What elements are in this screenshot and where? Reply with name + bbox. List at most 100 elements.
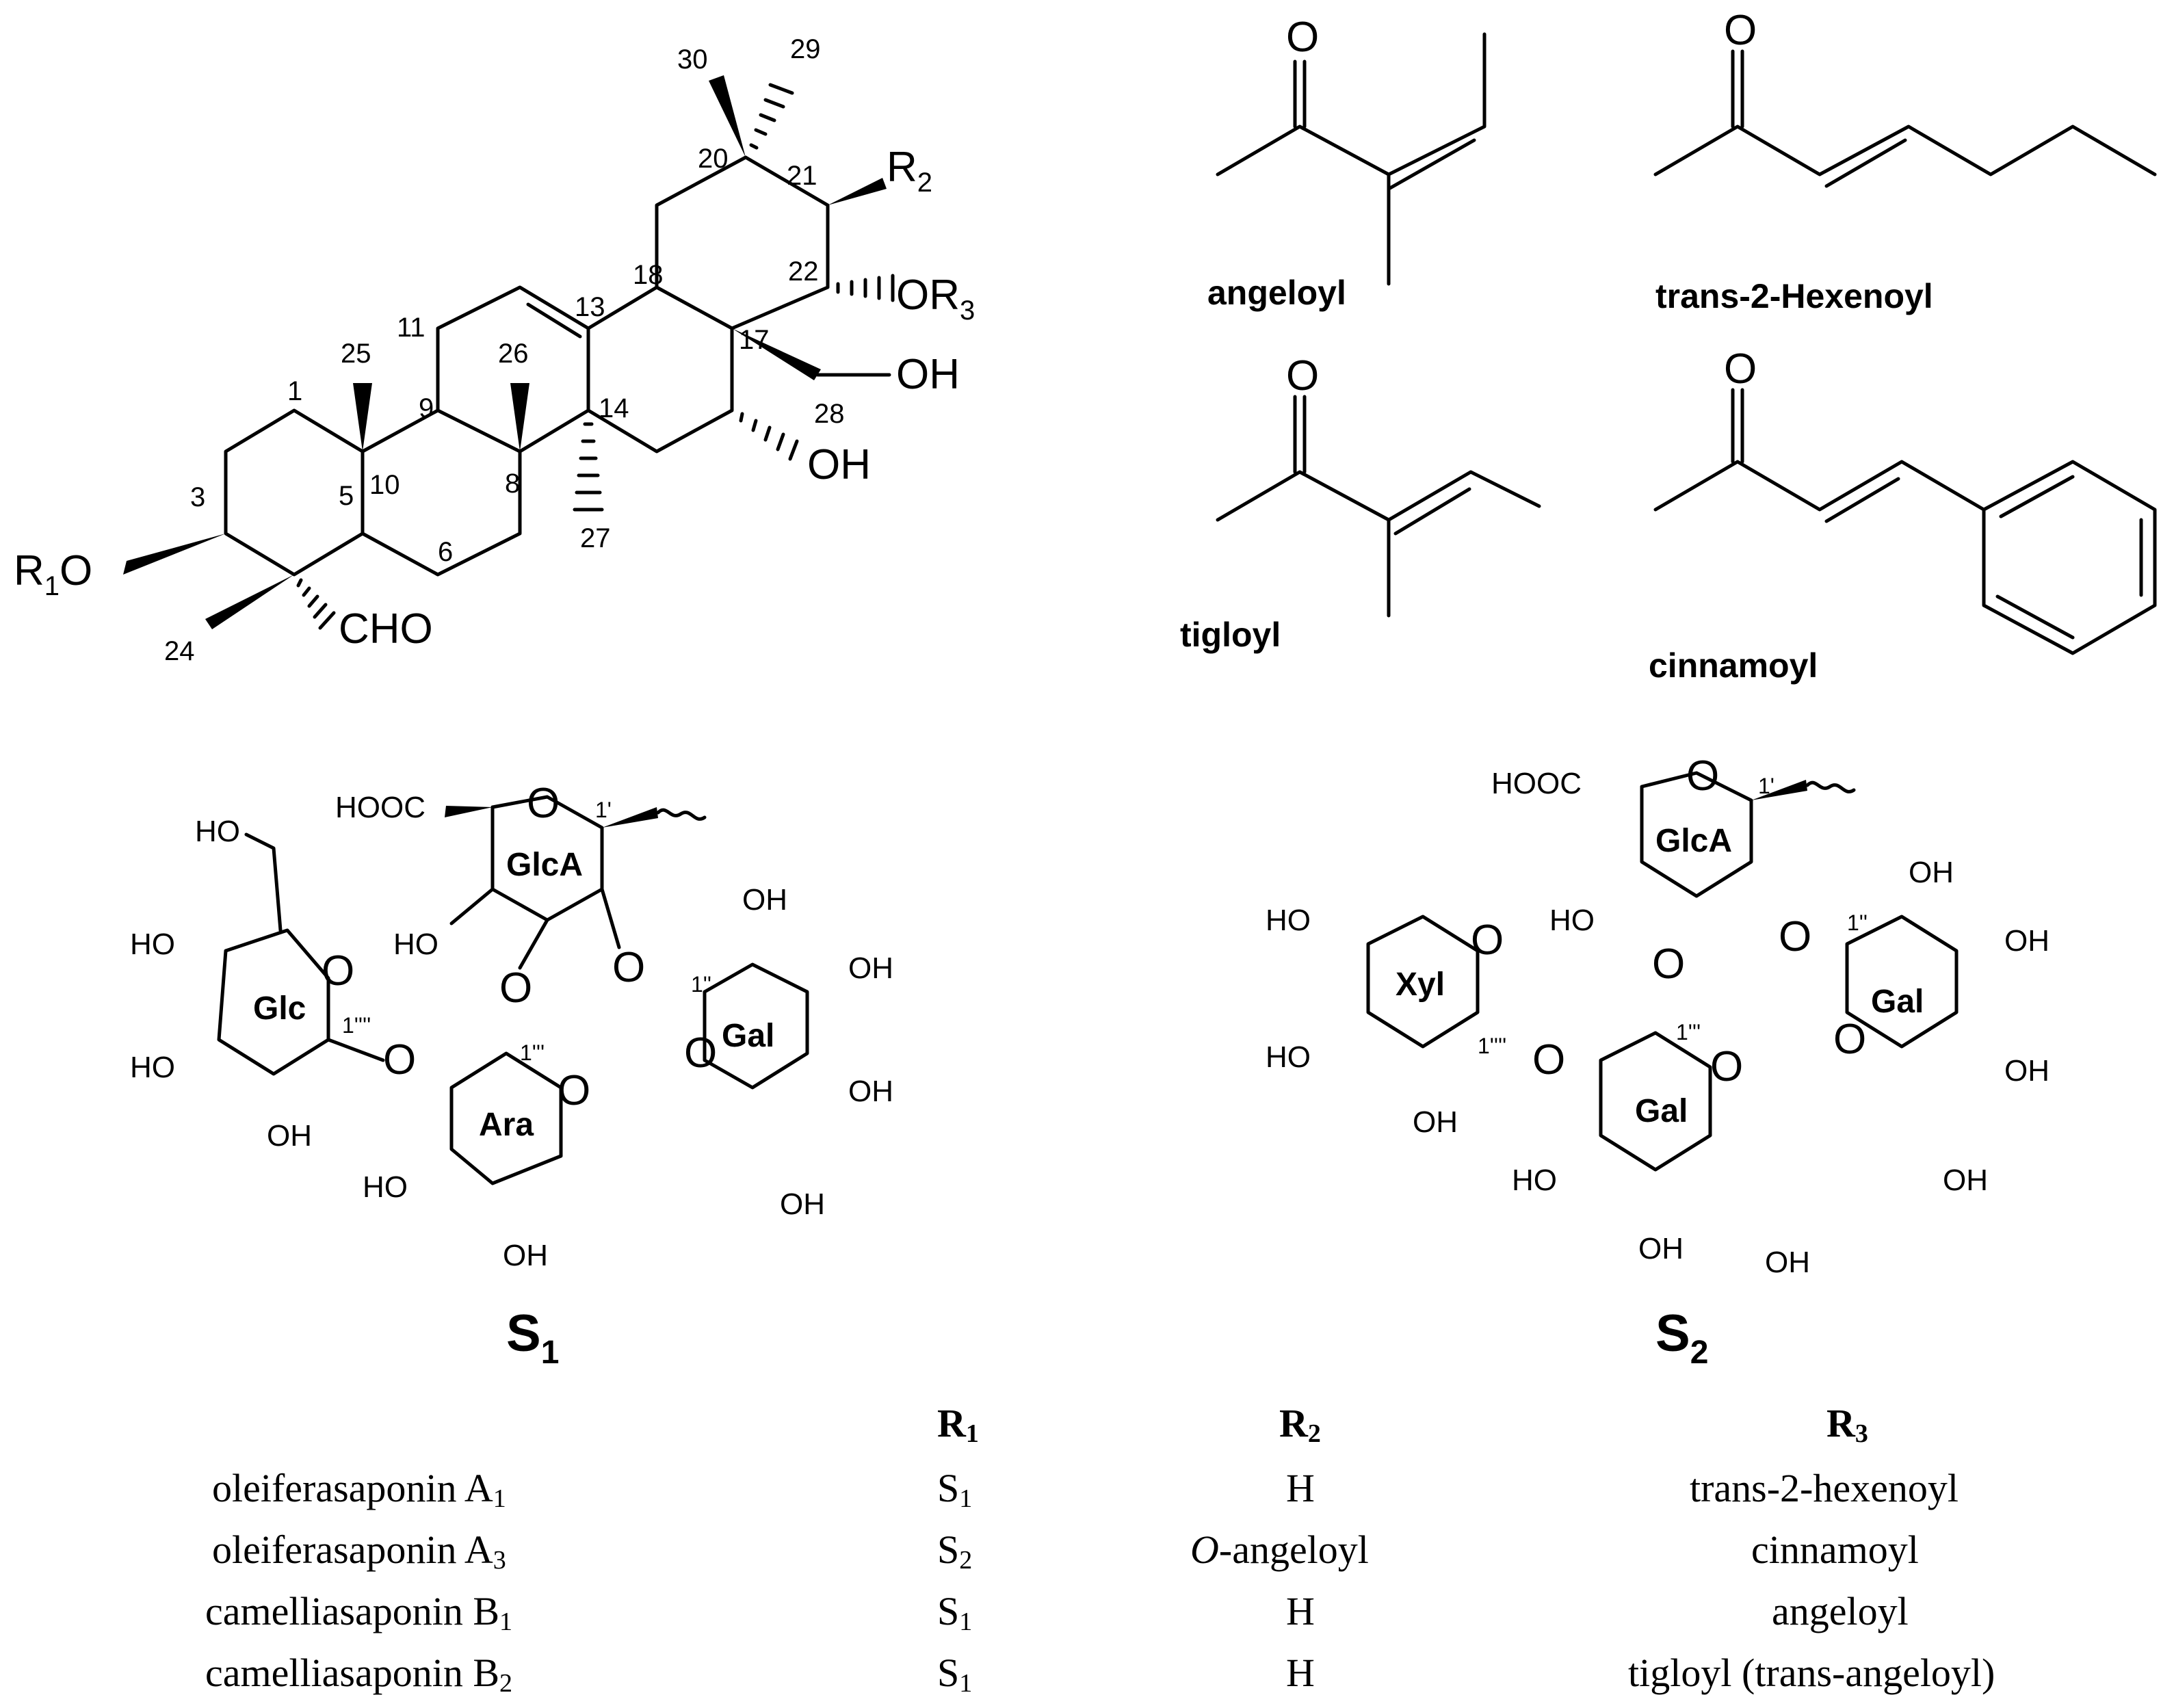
table-header-r1: R1 <box>937 1401 979 1448</box>
s1-ara-ho: HO <box>363 1170 408 1204</box>
oh-16-label: OH <box>807 441 871 488</box>
row-3-name: camelliasaponin B1 <box>205 1589 512 1636</box>
s1-glc-ho-2: HO <box>130 1051 175 1084</box>
pos-5: 5 <box>339 481 354 511</box>
s2-glca-ring-o: O <box>1686 752 1719 800</box>
s2-gal-inner-oh-2: OH <box>1765 1246 1810 1279</box>
s2-gal-outer-oh-1: OH <box>1909 856 1954 889</box>
pos-18: 18 <box>633 260 664 290</box>
s2-glca-ho: HO <box>1549 904 1595 937</box>
table-row: oleiferasaponin A3 S2 O-angeloyl cinnamo… <box>212 1527 1919 1575</box>
s2-gal-outer-label: Gal <box>1871 984 1924 1020</box>
sugar-s1: O GlcA 1' HOOC HO O O HO O Glc 1'''' HO … <box>130 780 893 1371</box>
s2-xyl-oh: OH <box>1413 1105 1458 1139</box>
pos-26: 26 <box>498 339 529 369</box>
s2-gal-outer-ring-o: O <box>1833 1016 1866 1063</box>
row-4-name: camelliasaponin B2 <box>205 1651 512 1698</box>
s1-glc-ho-1: HO <box>130 928 175 961</box>
s1-glca-ring-o: O <box>527 780 560 827</box>
acyl-angeloyl: O angeloyl <box>1207 14 1486 312</box>
acyl-tigloyl: O tigloyl <box>1180 352 1541 654</box>
pos-28: 28 <box>814 399 845 429</box>
aglycone-labels: R1O CHO OH OH OR3 R2 1 3 5 6 8 9 10 11 1… <box>14 34 975 666</box>
hash-22-or3 <box>836 274 895 302</box>
s2-xyl-ho-2: HO <box>1266 1040 1311 1074</box>
s2-o-link-xyl: O <box>1532 1036 1565 1083</box>
cho-label: CHO <box>339 605 433 653</box>
pos-22: 22 <box>788 257 819 287</box>
angeloyl-oxygen: O <box>1286 14 1319 61</box>
row-2-r1: S2 <box>937 1527 972 1575</box>
tigloyl-oxygen: O <box>1286 352 1319 399</box>
table-row: camelliasaponin B2 S1 H tigloyl (trans-a… <box>205 1651 1995 1698</box>
s2-xyl-anomeric: 1'''' <box>1478 1034 1506 1058</box>
hexenoyl-oxygen: O <box>1724 7 1757 54</box>
row-2-r2: O-angeloyl <box>1190 1527 1369 1572</box>
s1-gal-oh-4: OH <box>780 1187 825 1221</box>
s2-gal-inner-label: Gal <box>1635 1093 1688 1129</box>
s1-gal-oh-3: OH <box>848 1075 893 1108</box>
s1-glc-anomeric: 1'''' <box>342 1013 371 1038</box>
s2-gal-inner-ring-o: O <box>1710 1043 1743 1090</box>
s2-gal-inner-oh-1: OH <box>1638 1232 1684 1265</box>
s1-hooc: HOOC <box>335 791 425 824</box>
s1-ara-oh: OH <box>503 1239 548 1272</box>
s1-label: S1 <box>506 1304 559 1371</box>
s2-gal-outer-oh-2: OH <box>2004 924 2049 958</box>
s2-glca-anomeric: 1' <box>1758 774 1774 798</box>
pos-8: 8 <box>505 469 520 499</box>
s2-glca-label: GlcA <box>1655 823 1732 859</box>
s1-glca-ho: HO <box>393 928 438 961</box>
hash-27 <box>573 422 604 512</box>
row-1-r1: S1 <box>937 1466 972 1513</box>
hash-cho <box>296 578 336 630</box>
s1-o-link-gal: O <box>612 944 645 991</box>
cinnamoyl-label: cinnamoyl <box>1649 646 1818 685</box>
row-3-r3: angeloyl <box>1772 1589 1909 1633</box>
pos-3: 3 <box>190 482 205 512</box>
row-4-r3: tigloyl (trans-angeloyl) <box>1628 1651 1995 1695</box>
s2-gal-outer-oh-3: OH <box>2004 1054 2049 1088</box>
s2-gal-inner-anomeric: 1''' <box>1676 1020 1701 1044</box>
table-row: camelliasaponin B1 S1 H angeloyl <box>205 1589 1909 1636</box>
s1-glc-oh: OH <box>267 1119 312 1153</box>
table-row: oleiferasaponin A1 S1 H trans-2-hexenoyl <box>212 1466 1959 1513</box>
pos-1: 1 <box>287 376 302 406</box>
s1-o-link-glc: O <box>383 1036 416 1083</box>
s1-glca-label: GlcA <box>506 847 583 883</box>
row-4-r1: S1 <box>937 1651 972 1698</box>
pos-17: 17 <box>739 325 770 355</box>
s1-glc-ring-o: O <box>322 947 354 995</box>
s2-xyl-ho-1: HO <box>1266 904 1311 937</box>
acyl-cinnamoyl: O cinnamoyl <box>1649 345 2157 685</box>
s2-o-link-gal-outer: O <box>1779 913 1811 960</box>
s1-ara-label: Ara <box>479 1107 534 1143</box>
s2-gal-outer-oh-4: OH <box>1943 1164 1988 1197</box>
pos-25: 25 <box>341 339 371 369</box>
row-3-r2: H <box>1286 1589 1315 1633</box>
angeloyl-label: angeloyl <box>1207 274 1346 312</box>
r1o-label: R1O <box>14 547 92 601</box>
row-1-r2: H <box>1286 1466 1315 1510</box>
pos-6: 6 <box>438 537 453 567</box>
s1-gal-oh-1: OH <box>742 883 787 917</box>
pos-14: 14 <box>599 393 629 423</box>
s1-gal-ring-o: O <box>684 1029 717 1077</box>
s2-xyl-label: Xyl <box>1396 967 1445 1003</box>
s1-ara-ring-o: O <box>558 1067 590 1114</box>
oh-28-label: OH <box>896 351 960 398</box>
hash-29 <box>749 83 794 150</box>
pos-10: 10 <box>369 470 400 500</box>
s2-hooc: HOOC <box>1491 767 1582 800</box>
s1-gal-anomeric: 1'' <box>691 972 711 997</box>
s1-gal-oh-2: OH <box>848 951 893 985</box>
s1-glc-ho-top: HO <box>195 815 240 848</box>
cinnamoyl-oxygen: O <box>1724 345 1757 393</box>
sugar-s2: O GlcA 1' HOOC HO O O O Xyl 1'''' HO HO … <box>1266 752 2049 1371</box>
pos-9: 9 <box>419 393 434 423</box>
s2-gal-inner-ho: HO <box>1512 1164 1557 1197</box>
pos-11: 11 <box>397 313 425 343</box>
pos-24: 24 <box>164 636 195 666</box>
row-2-r3: cinnamoyl <box>1751 1527 1919 1572</box>
